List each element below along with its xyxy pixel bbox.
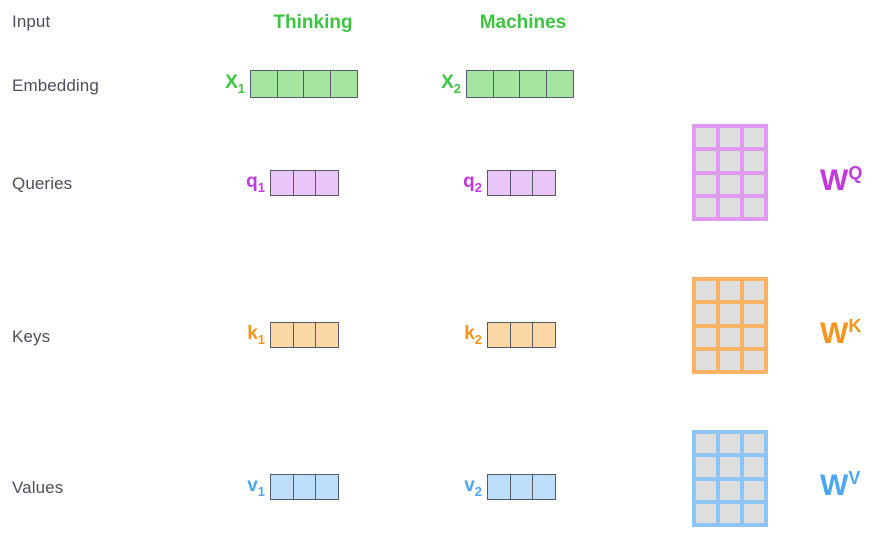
vector-cell [270, 170, 294, 196]
vector-keys-k2 [487, 322, 556, 348]
word-header-thinking: Thinking [273, 12, 353, 33]
weight-matrix-values [692, 430, 768, 527]
vector-cell [532, 170, 556, 196]
matrix-cell [696, 128, 716, 148]
matrix-cell [720, 151, 740, 171]
vector-cell [487, 474, 511, 500]
row-label-input: Input [12, 12, 51, 31]
vector-cell [329, 70, 358, 98]
row-label-embedding: Embedding [12, 76, 99, 95]
weight-matrix-label-keys: WK [820, 316, 862, 350]
weight-matrix-label-queries: WQ [820, 163, 863, 197]
vector-values-v1 [270, 474, 339, 500]
vector-cell [487, 322, 511, 348]
vector-cell [545, 70, 574, 98]
vector-label-X2: X2 [441, 72, 461, 96]
matrix-cell [720, 304, 740, 324]
vector-cell [250, 70, 278, 98]
vector-cell [532, 474, 556, 500]
weight-matrix-label-values: WV [820, 468, 861, 502]
matrix-cell [696, 197, 716, 217]
matrix-cell [696, 457, 716, 477]
vector-cell [292, 170, 317, 196]
matrix-cell [696, 151, 716, 171]
vector-cell [276, 70, 305, 98]
weight-matrix-keys [692, 277, 768, 374]
matrix-cell [720, 281, 740, 301]
vector-values-v2 [487, 474, 556, 500]
vector-cell [315, 474, 339, 500]
row-label-queries: Queries [12, 174, 73, 193]
matrix-cell [696, 434, 716, 454]
matrix-cell [696, 327, 716, 347]
matrix-cell [696, 503, 716, 523]
matrix-cell [744, 503, 764, 523]
vector-label-q1: q1 [246, 171, 265, 195]
matrix-cell [720, 174, 740, 194]
word-header-machines: Machines [479, 12, 567, 33]
vector-label-q2: q2 [463, 171, 482, 195]
matrix-cell [696, 304, 716, 324]
vector-cell [270, 322, 294, 348]
matrix-cell [720, 350, 740, 370]
row-label-keys: Keys [12, 327, 51, 346]
matrix-cell [696, 350, 716, 370]
vector-cell [509, 170, 534, 196]
vector-queries-q2 [487, 170, 556, 196]
vector-label-v1: v1 [247, 475, 265, 499]
vector-embedding-X2 [466, 70, 574, 98]
matrix-cell [744, 197, 764, 217]
vector-cell [315, 170, 339, 196]
vector-cell [270, 474, 294, 500]
matrix-cell [744, 327, 764, 347]
matrix-cell [744, 480, 764, 500]
matrix-cell [744, 350, 764, 370]
vector-cell [492, 70, 521, 98]
vector-cell [292, 322, 317, 348]
matrix-cell [720, 197, 740, 217]
vector-embedding-X1 [250, 70, 358, 98]
matrix-cell [744, 174, 764, 194]
matrix-cell [720, 457, 740, 477]
vector-label-k2: k2 [464, 323, 482, 347]
row-label-values: Values [12, 478, 64, 497]
matrix-cell [720, 128, 740, 148]
matrix-cell [696, 174, 716, 194]
vector-label-k1: k1 [247, 323, 265, 347]
matrix-cell [744, 128, 764, 148]
vector-cell [466, 70, 494, 98]
matrix-cell [744, 151, 764, 171]
vector-cell [509, 322, 534, 348]
vector-cell [519, 70, 547, 98]
matrix-cell [744, 434, 764, 454]
weight-matrix-queries [692, 124, 768, 221]
vector-label-v2: v2 [464, 475, 482, 499]
matrix-cell [720, 503, 740, 523]
vector-label-X1: X1 [225, 72, 245, 96]
vector-cell [487, 170, 511, 196]
vector-queries-q1 [270, 170, 339, 196]
matrix-cell [744, 281, 764, 301]
vector-keys-k1 [270, 322, 339, 348]
vector-cell [303, 70, 331, 98]
matrix-cell [696, 281, 716, 301]
matrix-cell [720, 480, 740, 500]
vector-cell [509, 474, 534, 500]
matrix-cell [744, 304, 764, 324]
matrix-cell [744, 457, 764, 477]
matrix-cell [720, 434, 740, 454]
matrix-cell [696, 480, 716, 500]
vector-cell [532, 322, 556, 348]
vector-cell [292, 474, 317, 500]
matrix-cell [720, 327, 740, 347]
vector-cell [315, 322, 339, 348]
